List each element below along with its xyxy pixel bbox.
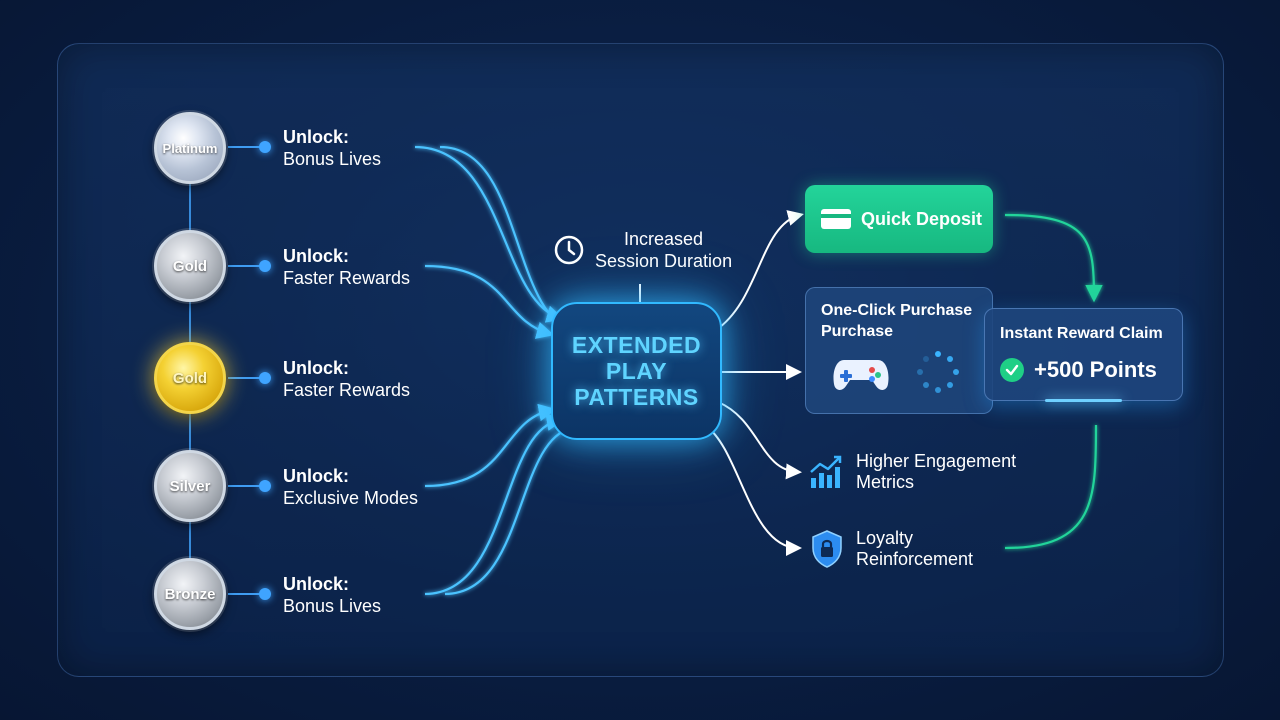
- tier-label: Gold: [172, 257, 208, 275]
- tier-bronze-badge: Bronze: [154, 558, 226, 630]
- unlock-label-bronze: Unlock: Bonus Lives: [283, 573, 381, 617]
- connector-dot: [259, 588, 271, 600]
- instant-reward-claim-card[interactable]: Instant Reward Claim +500 Points: [984, 308, 1183, 402]
- tier-label: Bronze: [164, 585, 216, 603]
- unlock-value: Exclusive Modes: [283, 488, 419, 508]
- tier-platinum-badge: Platinum: [154, 112, 226, 184]
- quick-deposit-label: Quick Deposit: [861, 208, 983, 229]
- unlock-value: Bonus Lives: [283, 149, 382, 169]
- reward-glow-bar: [1045, 399, 1122, 402]
- loyalty-reinforcement: Loyalty Reinforcement: [810, 528, 973, 570]
- session-duration-text: Increased Session Duration: [595, 229, 733, 271]
- tier-label: Platinum: [162, 140, 218, 156]
- growth-chart-icon: [810, 455, 842, 488]
- instant-reward-claim-label: Instant Reward Claim: [1000, 325, 1163, 342]
- unlock-key: Unlock:: [283, 574, 350, 594]
- unlock-key: Unlock:: [283, 127, 350, 147]
- loading-spinner-icon: [917, 351, 959, 393]
- unlock-value: Faster Rewards: [283, 380, 411, 400]
- unlock-key: Unlock:: [283, 246, 350, 266]
- unlock-key: Unlock:: [283, 466, 350, 486]
- one-click-purchase-label: One-Click Purchase Purchase: [821, 302, 973, 340]
- connector-dot: [259, 260, 271, 272]
- unlock-label-platinum: Unlock: Bonus Lives: [283, 126, 381, 170]
- quick-deposit-button[interactable]: Quick Deposit: [805, 185, 993, 253]
- unlock-value: Bonus Lives: [283, 596, 382, 616]
- tier-gold-coin-badge: Gold: [154, 342, 226, 414]
- connector-dot: [259, 480, 271, 492]
- higher-engagement-metrics: Higher Engagement Metrics: [808, 451, 1016, 493]
- unlock-value: Faster Rewards: [283, 268, 411, 288]
- unlock-label-gold: Unlock: Faster Rewards: [283, 245, 410, 289]
- credit-card-icon: [821, 209, 851, 229]
- tier-label: Gold: [172, 369, 208, 387]
- unlock-label-gold-coin: Unlock: Faster Rewards: [283, 357, 410, 401]
- hub-label: EXTENDED PLAY PATTERNS: [571, 332, 702, 410]
- reward-points: +500 Points: [1034, 357, 1157, 382]
- loyalty-reinforcement-text: Loyalty Reinforcement: [856, 528, 974, 569]
- unlock-label-silver: Unlock: Exclusive Modes: [283, 465, 418, 509]
- connector-dot: [259, 141, 271, 153]
- check-circle-icon: [1000, 358, 1024, 382]
- higher-engagement-text: Higher Engagement Metrics: [856, 451, 1017, 492]
- tier-label: Silver: [169, 477, 211, 495]
- tier-gold-badge: Gold: [154, 230, 226, 302]
- clock-icon: [554, 235, 584, 265]
- gamepad-icon: [833, 360, 889, 390]
- extended-play-patterns-hub: EXTENDED PLAY PATTERNS: [551, 302, 722, 440]
- connector-dot: [259, 372, 271, 384]
- session-duration-label: Increased Session Duration: [553, 228, 732, 272]
- unlock-key: Unlock:: [283, 358, 350, 378]
- shield-lock-icon: [812, 530, 842, 568]
- tier-silver-badge: Silver: [154, 450, 226, 522]
- one-click-purchase-card[interactable]: One-Click Purchase Purchase: [805, 287, 993, 414]
